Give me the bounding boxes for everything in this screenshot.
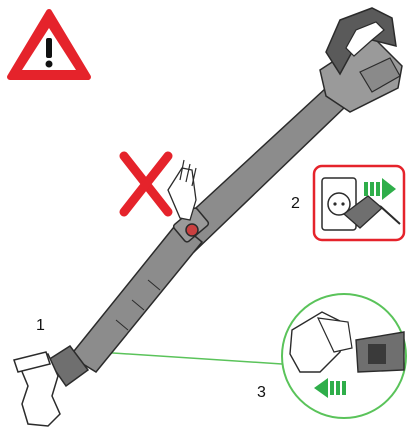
prohibited-x-icon [119,151,173,217]
hand-pressing-button [167,159,197,221]
step-3-label: 3 [257,384,266,401]
release-button [185,223,199,237]
warning-triangle-icon [7,9,91,80]
vacuum-wand [46,7,403,388]
clean-arrow-icon [314,378,346,398]
magnified-detail-icon [281,293,407,419]
step-1-label: 1 [36,317,45,334]
step-2-label: 2 [291,195,300,212]
unplug-panel [312,164,406,242]
unplug-arrow-icon [364,178,396,200]
hand-with-sock [13,351,61,427]
callout-line [97,351,283,365]
